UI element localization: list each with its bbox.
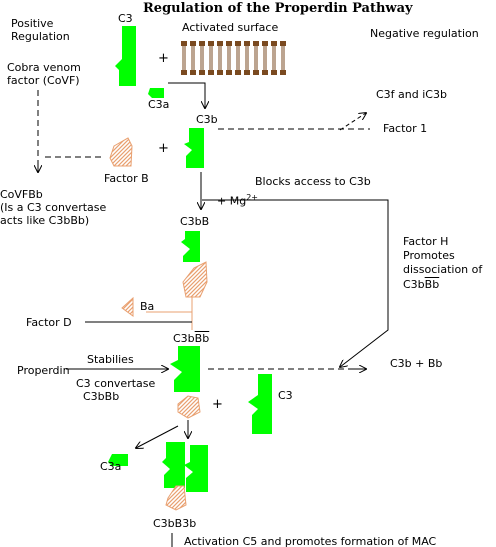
- c3-label-top: C3: [118, 12, 133, 25]
- lipid-tail: [209, 46, 213, 70]
- lipid-head: [190, 70, 196, 75]
- c3a-fragment-bottom: [108, 454, 128, 466]
- lipid-head: [280, 41, 286, 46]
- factor-h-label: Factor H: [403, 235, 449, 248]
- plus-sign-2: +: [158, 141, 169, 156]
- c3f-ic3b-label: C3f and iC3b: [376, 88, 447, 101]
- factor-d-label: Factor D: [26, 316, 72, 329]
- mg-prefix: + Mg: [217, 194, 247, 208]
- lipid-tail: [200, 46, 204, 70]
- lipid-head: [199, 70, 205, 75]
- lipid-head: [235, 70, 241, 75]
- c3-convertase-label: C3 convertase C3bBb: [76, 377, 156, 403]
- mg-label: + Mg2+: [203, 178, 258, 221]
- c3a-label-top: C3a: [148, 98, 170, 111]
- lipid-head: [226, 70, 232, 75]
- lipid-head: [181, 70, 187, 75]
- blocks-access-label: Blocks access to C3b: [255, 175, 371, 188]
- lipid-tail: [236, 46, 240, 70]
- lipid-head: [253, 70, 259, 75]
- factor-h-promotes: Promotes: [403, 249, 455, 262]
- lipid-head: [208, 70, 214, 75]
- activated-surface-membrane: [181, 41, 286, 75]
- lipid-tail: [227, 46, 231, 70]
- factor-h-c3bbb: C3bBb: [403, 278, 439, 291]
- c3-label-right: C3: [278, 389, 293, 402]
- activation-c5-label: Activation C5 and promotes formation of …: [184, 535, 437, 547]
- lipid-head: [226, 41, 232, 46]
- c3bbb-complex: [170, 346, 201, 419]
- covfbb-label: CoVFBb (Is a C3 convertase acts like C3b…: [0, 188, 107, 227]
- lipid-head: [208, 41, 214, 46]
- lipid-head: [181, 41, 187, 46]
- c3-protein-right: [248, 374, 272, 434]
- c3bbb-c3b-part: C3b: [173, 332, 195, 345]
- lipid-head: [244, 41, 250, 46]
- lipid-tail: [182, 46, 186, 70]
- lipid-head: [235, 41, 241, 46]
- c3bbb-label: C3bBb: [173, 332, 209, 345]
- lipid-head: [190, 41, 196, 46]
- lipid-tail: [218, 46, 222, 70]
- negative-regulation-header: Negative regulation: [370, 27, 479, 40]
- factor-h-bb-part: Bb: [424, 278, 440, 291]
- lipid-head: [199, 41, 205, 46]
- page-title: Regulation of the Properdin Pathway: [143, 1, 413, 16]
- c3b-protein: [184, 128, 204, 168]
- properdin-label: Properdin: [17, 364, 70, 377]
- factor-h-loop-line: [202, 199, 389, 367]
- lipid-head: [280, 70, 286, 75]
- lipid-head: [262, 70, 268, 75]
- lipid-tail: [281, 46, 285, 70]
- factor-h-dissociation: dissociation of: [403, 263, 483, 276]
- lipid-head: [217, 70, 223, 75]
- lipid-head: [271, 70, 277, 75]
- c3-protein-top: [115, 26, 136, 86]
- c3bb3b-label: C3bB3b: [153, 517, 197, 530]
- factor-b-protein: [109, 137, 133, 167]
- lipid-tail: [254, 46, 258, 70]
- cobra-venom-label: Cobra venom factor (CoVF): [7, 61, 81, 87]
- lipid-head: [262, 41, 268, 46]
- c3bb-label: C3bB: [180, 215, 210, 228]
- c3b-label: C3b: [196, 113, 218, 126]
- plus-sign-1: +: [158, 51, 169, 66]
- c3bbb-bb-part: Bb: [194, 332, 210, 345]
- lipid-tail: [245, 46, 249, 70]
- factor-h-c3b-part: C3b: [403, 278, 425, 291]
- lipid-head: [253, 41, 259, 46]
- plus-sign-3: +: [212, 397, 223, 412]
- c3bb-complex: [181, 231, 208, 298]
- c3a-label-bottom: C3a: [100, 460, 122, 473]
- factor1-label: Factor 1: [383, 122, 428, 135]
- lipid-tail: [272, 46, 276, 70]
- factor-d-cleavage-lines: [85, 297, 193, 330]
- mg-superscript: 2+: [246, 193, 258, 202]
- arrow-c3-to-c3b: [168, 82, 205, 108]
- activated-surface-label: Activated surface: [182, 21, 279, 34]
- ba-fragment: [121, 296, 134, 317]
- stabilies-label: Stabilies: [87, 353, 134, 366]
- cobra-dashed-line: [38, 90, 104, 172]
- lipid-tail: [263, 46, 267, 70]
- lipid-head: [271, 41, 277, 46]
- positive-regulation-header: Positive Regulation: [11, 17, 70, 43]
- factor1-dashed-line: [218, 113, 370, 131]
- lipid-head: [244, 70, 250, 75]
- lipid-head: [217, 41, 223, 46]
- lipid-tail: [191, 46, 195, 70]
- c3b-plus-bb-label: C3b + Bb: [390, 357, 443, 370]
- c3a-fragment-top: [148, 88, 164, 98]
- c3bb3b-complex: [162, 442, 208, 511]
- factor-b-label: Factor B: [104, 172, 149, 185]
- arrows-lower: [136, 420, 188, 448]
- ba-label: Ba: [140, 300, 155, 313]
